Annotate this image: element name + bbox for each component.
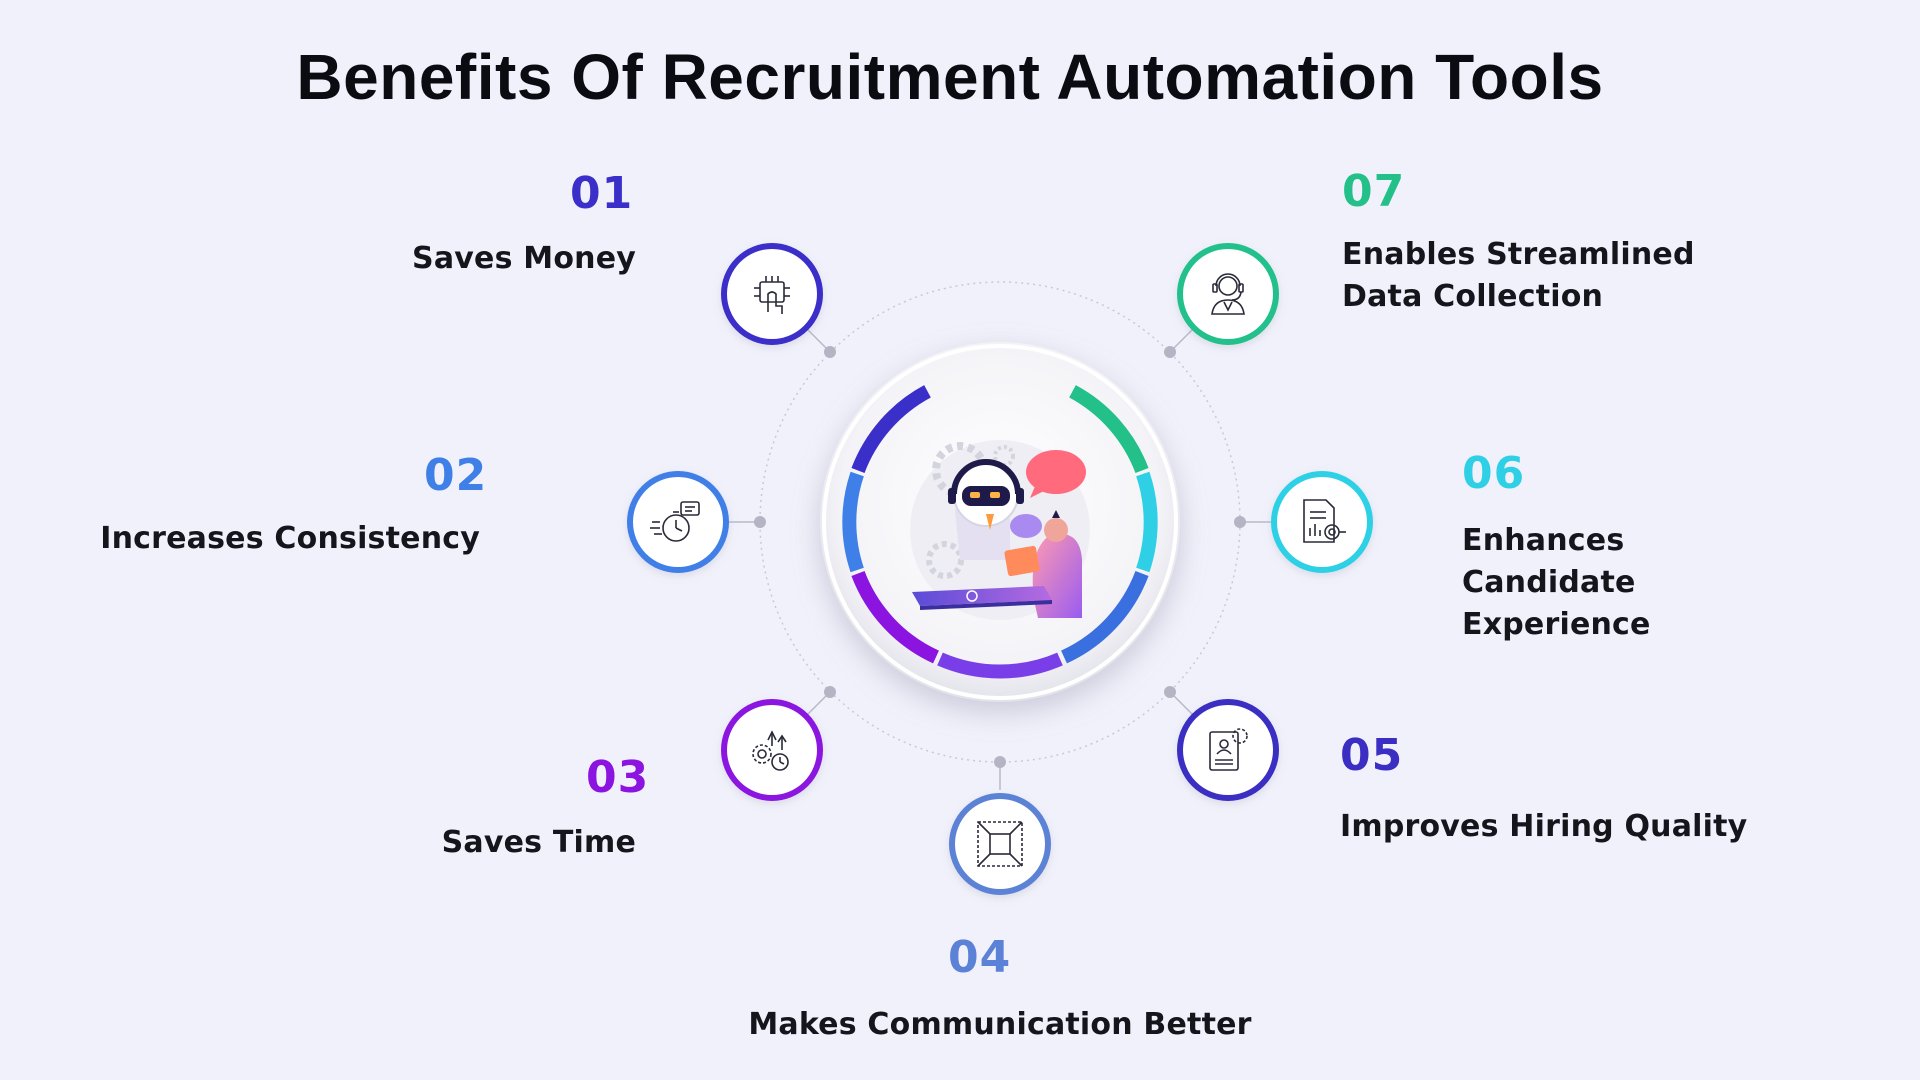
resume-gear-icon — [1209, 728, 1248, 771]
benefit-03-number: 03 — [586, 752, 650, 803]
benefit-06-icon-circle — [1271, 471, 1373, 573]
benefit-05-icon-circle — [1177, 699, 1279, 801]
benefit-06-label: Enhances Candidate Experience — [1462, 523, 1651, 642]
benefit-04-number: 04 — [948, 932, 1012, 983]
robot-illustration — [910, 440, 1090, 620]
benefit-07-icon-circle — [1177, 243, 1279, 345]
headset-agent-icon — [1211, 273, 1245, 315]
stopwatch-chat-icon — [650, 501, 700, 542]
benefit-03-icon-circle — [721, 699, 823, 801]
benefit-01-number: 01 — [570, 168, 634, 219]
benefit-01-label: Saves Money — [412, 241, 636, 276]
benefit-03-label: Saves Time — [441, 825, 636, 860]
progress-arcs — [842, 385, 1158, 679]
benefit-04-icon-circle — [949, 793, 1051, 895]
benefit-06-number: 06 — [1462, 448, 1526, 499]
benefit-02-label: Increases Consistency — [100, 521, 480, 556]
chip-hand-icon — [754, 276, 790, 314]
benefit-05-label: Improves Hiring Quality — [1340, 809, 1748, 844]
benefit-04-label: Makes Communication Better — [748, 1007, 1252, 1042]
report-target-icon — [1303, 499, 1346, 543]
center-disc — [820, 342, 1180, 702]
benefit-05-number: 05 — [1340, 730, 1404, 781]
page-title: Benefits Of Recruitment Automation Tools — [296, 41, 1604, 113]
frame-expand-icon — [977, 821, 1023, 867]
benefit-02-icon-circle — [627, 471, 729, 573]
benefit-07-number: 07 — [1342, 166, 1406, 217]
benefit-02-number: 02 — [424, 450, 488, 501]
connector-dots — [754, 346, 1246, 768]
gears-clock-icon — [752, 730, 789, 771]
benefit-01-icon-circle — [721, 243, 823, 345]
benefit-07-label: Enables Streamlined Data Collection — [1342, 237, 1695, 314]
